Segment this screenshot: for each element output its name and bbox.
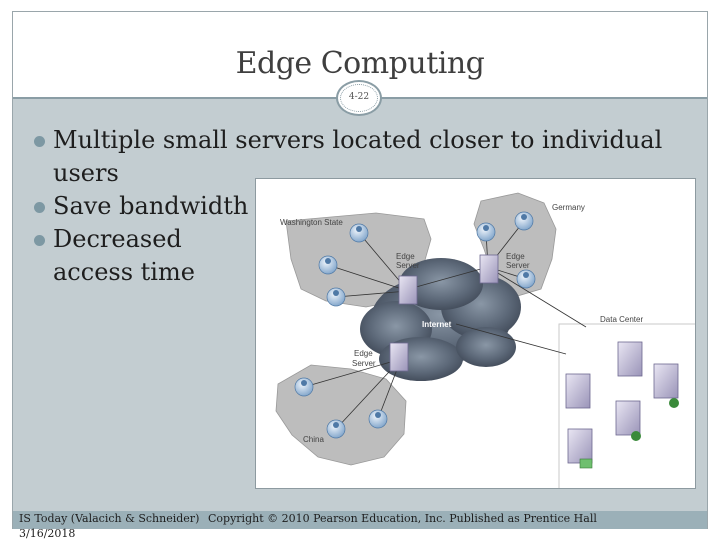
svg-text:Edge: Edge [354,349,373,358]
china-map-shape [275,364,407,466]
user-icon [514,211,534,231]
footer-bar [13,511,707,529]
edge-server-label: Server [506,261,530,270]
slide-number: 4-22 [348,92,370,102]
bullet-list: Multiple small servers located closer to… [34,124,674,289]
edge-server-washington: Edge Server [396,252,420,305]
bullet-marker-icon [34,136,45,147]
user-icon [294,377,314,397]
diagram-svg: Edge Server Edge Server Edge Server [275,192,695,488]
footer-copyright: Copyright © 2010 Pearson Education, Inc.… [208,512,597,525]
bullet-item: Save bandwidth [34,190,263,223]
bullet-marker-icon [34,202,45,213]
edge-server-germany: Edge Server [479,252,530,284]
bullet-item: Multiple small servers located closer to… [34,124,674,190]
svg-text:Server: Server [396,261,420,270]
slide-number-badge: 4-22 [336,80,382,116]
washington-label: Washington State [280,218,343,227]
germany-label: Germany [552,203,585,212]
internet-label: Internet [422,320,452,329]
user-icon [349,223,369,243]
user-icon [516,269,536,289]
data-center-server-icon [617,341,643,377]
bullet-marker-icon [34,235,45,246]
edge-server-label: Server [352,359,376,368]
user-icon [318,255,338,275]
network-links [303,220,587,430]
svg-text:Edge: Edge [506,252,525,261]
bullet-text: Save bandwidth [53,192,249,220]
data-center-server-icon [615,400,641,441]
footer-date: 3/16/2018 [19,527,76,540]
user-icon [326,287,346,307]
bullet-text: Decreased access time [53,225,195,286]
edge-server-label: Edge [396,252,415,261]
svg-text:Server: Server [352,359,376,368]
edge-server-china: Edge Server [352,342,409,372]
data-center-label: Data Center [600,315,643,324]
edge-server-label: Server [396,261,420,270]
svg-text:Server: Server [506,261,530,270]
china-label: China [303,435,324,444]
edge-server-label: Edge [506,252,525,261]
user-icon [476,222,496,242]
user-icon [326,419,346,439]
bullet-text: Multiple small servers located closer to… [53,126,663,187]
bullet-item: Decreased access time [34,223,263,289]
slide-title: Edge Computing [235,46,485,81]
edge-computing-diagram: Edge Server Edge Server Edge Server [255,178,696,489]
edge-server-label: Edge [354,349,373,358]
user-icon [368,409,388,429]
data-center-server-icon [567,428,593,469]
svg-text:Edge: Edge [396,252,415,261]
footer-source: IS Today (Valacich & Schneider) [19,512,200,525]
data-center-server-icon [565,373,591,409]
data-center-server-icon [653,363,679,408]
